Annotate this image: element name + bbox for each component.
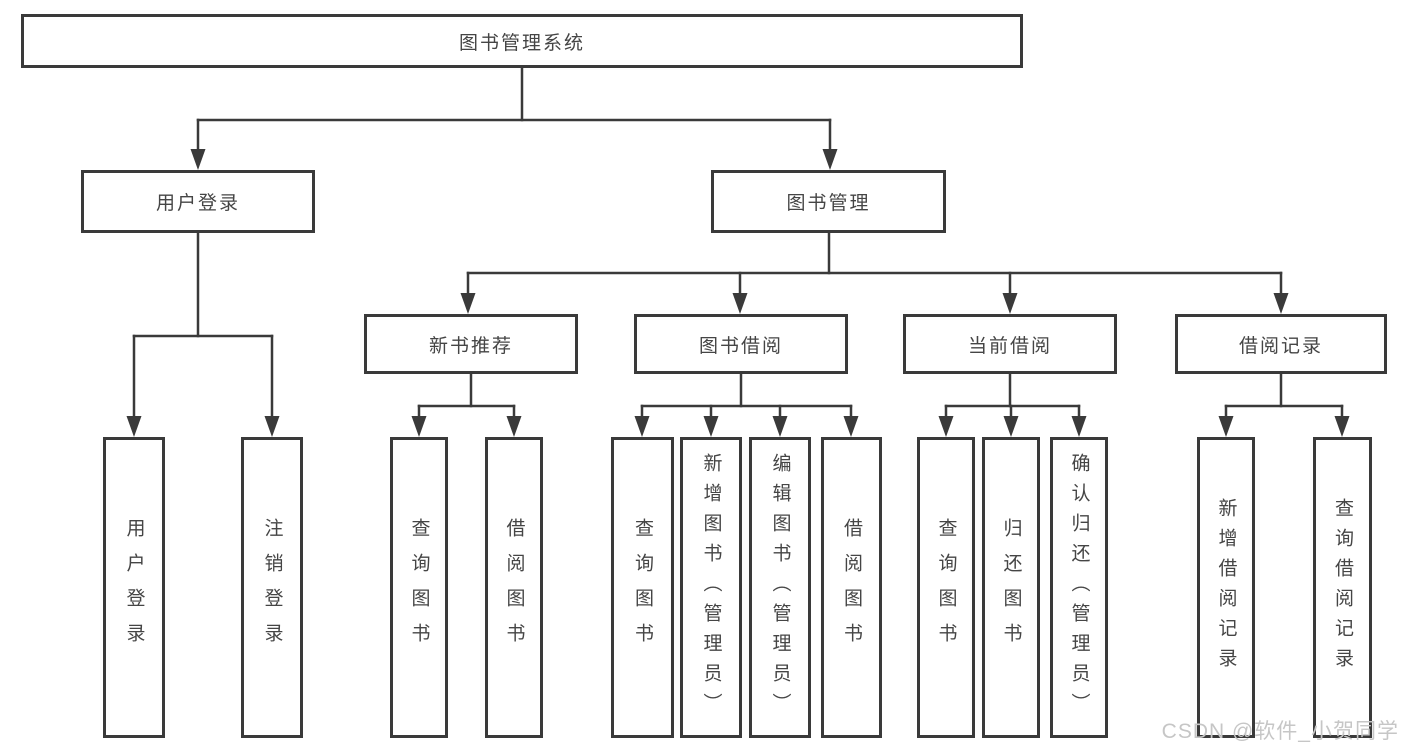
node-confirm-return-admin-label: 确认归还（管理员）	[1068, 452, 1090, 723]
node-new-book-recommendation: 新书推荐	[364, 314, 578, 374]
node-current-borrowing: 当前借阅	[903, 314, 1117, 374]
arrowhead-down-icon	[772, 416, 788, 437]
arrowhead-down-icon	[732, 293, 748, 314]
node-query-books-recommend-label: 查询图书	[408, 517, 430, 658]
node-logout-action: 注销登录	[241, 437, 303, 738]
node-confirm-return-admin: 确认归还（管理员）	[1050, 437, 1108, 738]
arrowhead-down-icon	[822, 149, 838, 170]
node-add-books-admin-label: 新增图书（管理员）	[700, 452, 722, 723]
arrowhead-down-icon	[938, 416, 954, 437]
node-borrow-books-borrowing: 借阅图书	[821, 437, 882, 738]
node-book-borrowing-label: 图书借阅	[698, 335, 783, 357]
arrowhead-down-icon	[1002, 293, 1018, 314]
node-library-system-label: 图书管理系统	[458, 32, 585, 54]
arrowhead-down-icon	[1273, 293, 1289, 314]
node-return-books: 归还图书	[982, 437, 1040, 738]
node-add-borrow-record: 新增借阅记录	[1197, 437, 1255, 738]
node-book-borrowing: 图书借阅	[634, 314, 848, 374]
node-user-login-action: 用户登录	[103, 437, 165, 738]
arrowhead-down-icon	[190, 149, 206, 170]
node-query-books-current: 查询图书	[917, 437, 975, 738]
node-borrowing-records: 借阅记录	[1175, 314, 1387, 374]
arrowhead-down-icon	[1003, 416, 1019, 437]
arrowhead-down-icon	[1334, 416, 1350, 437]
arrowhead-down-icon	[1071, 416, 1087, 437]
arrowhead-down-icon	[506, 416, 522, 437]
node-add-borrow-record-label: 新增借阅记录	[1215, 497, 1237, 678]
arrowhead-down-icon	[264, 416, 280, 437]
node-user-login-action-label: 用户登录	[123, 517, 145, 658]
arrowhead-down-icon	[411, 416, 427, 437]
node-borrow-books-borrowing-label: 借阅图书	[841, 517, 862, 658]
node-borrowing-records-label: 借阅记录	[1238, 335, 1323, 357]
arrowhead-down-icon	[126, 416, 142, 437]
arrowhead-down-icon	[1218, 416, 1234, 437]
node-borrow-books-recommend: 借阅图书	[485, 437, 543, 738]
arrowhead-down-icon	[843, 416, 859, 437]
node-edit-books-admin-label: 编辑图书（管理员）	[769, 452, 791, 723]
node-book-management-label: 图书管理	[786, 193, 871, 214]
node-query-books-borrowing: 查询图书	[611, 437, 674, 738]
node-library-system: 图书管理系统	[21, 14, 1023, 68]
node-user-login: 用户登录	[81, 170, 315, 233]
node-book-management: 图书管理	[711, 170, 946, 233]
node-query-borrow-record-label: 查询借阅记录	[1332, 497, 1353, 678]
node-borrow-books-recommend-label: 借阅图书	[503, 517, 525, 658]
node-logout-action-label: 注销登录	[261, 517, 283, 658]
node-return-books-label: 归还图书	[1000, 517, 1022, 658]
arrowhead-down-icon	[634, 416, 650, 437]
node-user-login-label: 用户登录	[155, 193, 240, 214]
node-query-books-borrowing-label: 查询图书	[632, 517, 653, 658]
node-edit-books-admin: 编辑图书（管理员）	[749, 437, 811, 738]
arrowhead-down-icon	[703, 416, 719, 437]
arrowhead-down-icon	[460, 293, 476, 314]
node-current-borrowing-label: 当前借阅	[967, 335, 1052, 357]
node-query-books-current-label: 查询图书	[935, 517, 957, 658]
node-query-borrow-record: 查询借阅记录	[1313, 437, 1372, 738]
node-new-book-recommendation-label: 新书推荐	[428, 335, 513, 357]
node-add-books-admin: 新增图书（管理员）	[680, 437, 742, 738]
node-query-books-recommend: 查询图书	[390, 437, 448, 738]
